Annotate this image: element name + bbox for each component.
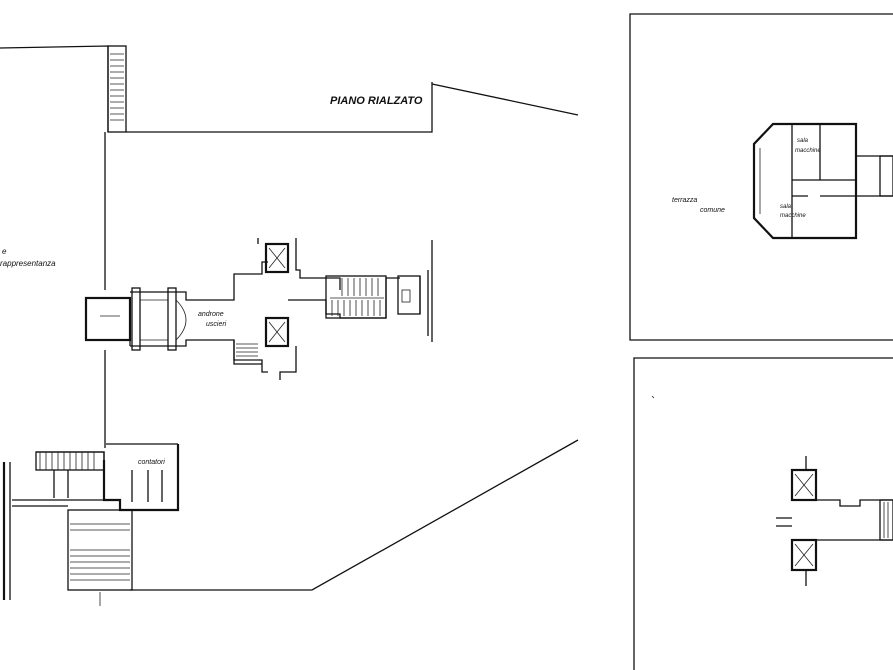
main-stair [325, 275, 387, 319]
inset-plan-top: terrazza comune sala macchine sala macch… [629, 13, 893, 341]
inset-label-macchine-a: macchine [795, 148, 821, 154]
small-stair [236, 343, 258, 361]
room-label-androne: androne [198, 311, 224, 318]
room-label-uscieri: uscieri [206, 321, 227, 328]
entrance-porch [84, 296, 132, 342]
inset-label-sala-b: sala [780, 204, 792, 210]
top-stair-treads [110, 53, 124, 121]
inset-label-terrazza: terrazza [672, 197, 697, 204]
top-wall [0, 45, 109, 132]
room-label-left: e [2, 247, 7, 256]
room-label-left-2: rappresentanza [0, 259, 56, 268]
inset-lift-upper [790, 468, 818, 502]
inset-label-sala-a: sala [797, 138, 809, 144]
room-label-contatori: contatori [138, 459, 165, 466]
bottom-line [130, 439, 579, 591]
top-stair-block [107, 45, 127, 133]
lower-ramp [67, 509, 133, 591]
inset-plan-bottom [633, 357, 893, 670]
inset-lift-lower [790, 538, 818, 572]
top-courtyard-wall [126, 82, 433, 133]
lift-upper [264, 242, 290, 274]
leader-line-title [431, 83, 579, 116]
lower-left-block [12, 443, 180, 606]
entrance-block [84, 261, 268, 373]
inset-label-comune: comune [700, 207, 725, 214]
lift-stair-core [233, 238, 433, 380]
plan-title: PIANO RIALZATO [330, 95, 423, 107]
lift-lower [264, 316, 290, 348]
inset-label-macchine-b: macchine [780, 213, 806, 219]
main-plan: PIANO RIALZATO e rappresentanza androne … [0, 45, 579, 606]
